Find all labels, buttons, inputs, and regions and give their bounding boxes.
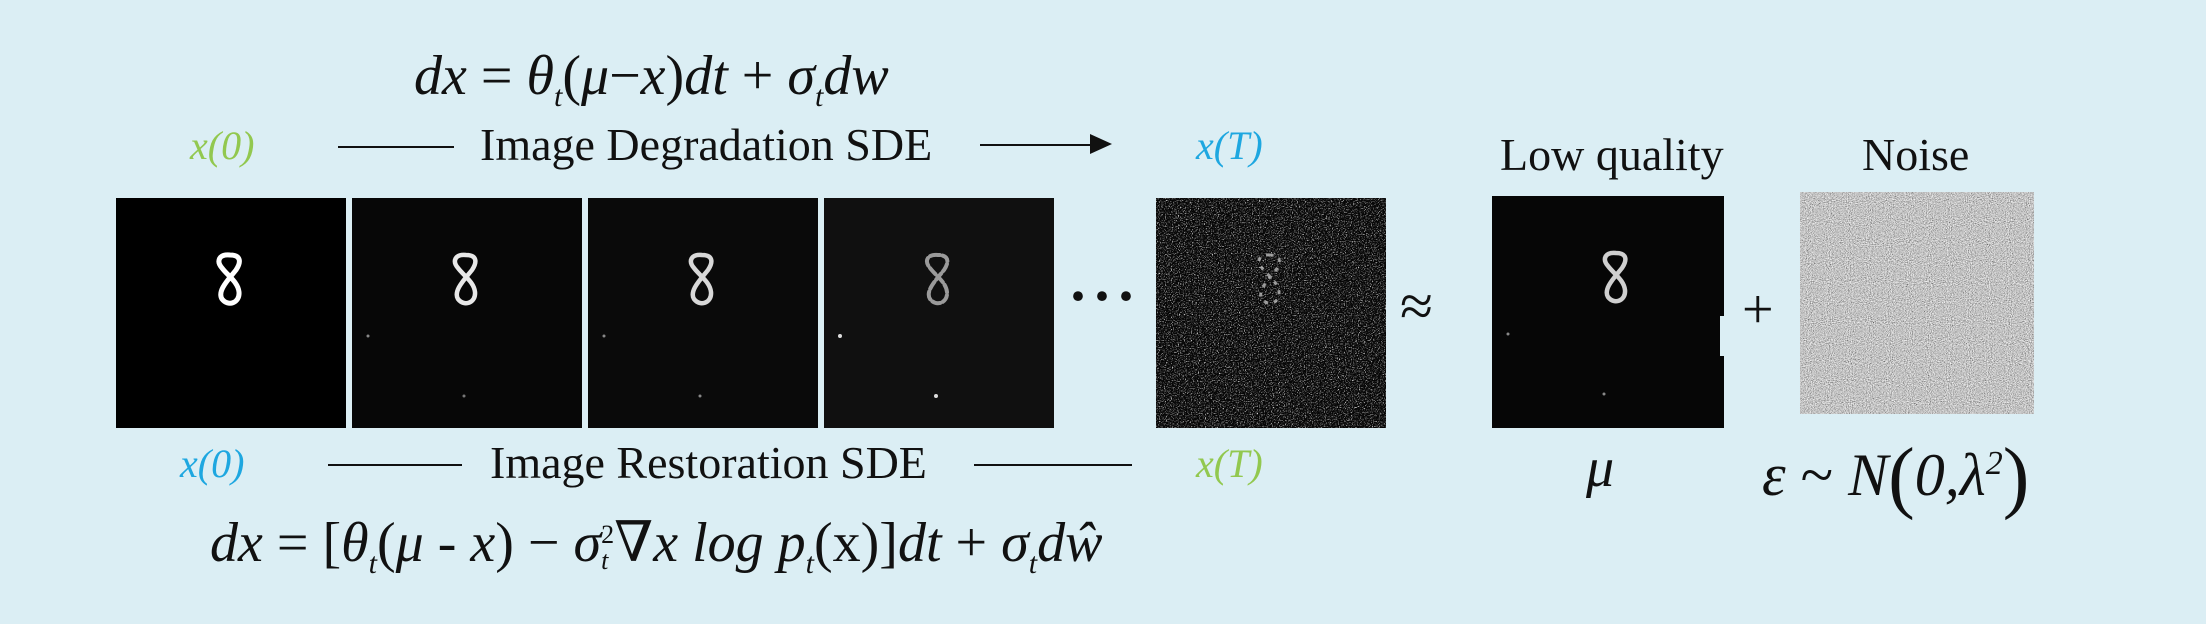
approx-symbol: ≈: [1400, 273, 1433, 339]
eq-term: dt: [897, 512, 942, 574]
eq-operator: ~: [1800, 442, 1834, 508]
eq-operator: +: [955, 512, 988, 574]
eq-term: N: [1848, 442, 1889, 508]
plus-symbol: +: [1742, 279, 1774, 341]
eq-sign: =: [480, 45, 513, 107]
eq-term: μ: [580, 45, 610, 107]
eq-term: λ: [1959, 442, 1986, 508]
image-panel-step-1: [352, 198, 582, 428]
degradation-sde-equation: dx = θt(μ−x)dt + σtdw: [414, 44, 889, 114]
noise-title: Noise: [1862, 129, 1970, 180]
restoration-start-label: x(0): [180, 441, 245, 486]
noise-panel: [1800, 192, 2034, 414]
eq-function: log: [692, 512, 764, 574]
restoration-end-label: x(T): [1196, 441, 1263, 486]
noise-distribution-formula: ε ~ N(0,λ2): [1762, 432, 2029, 523]
degradation-line-left: [338, 146, 454, 148]
eq-operator: −: [609, 45, 641, 107]
eq-operator: −: [527, 512, 560, 574]
eq-subscript: t: [1028, 547, 1038, 581]
eq-bracket: ]: [879, 512, 898, 574]
degradation-arrow-head: [1090, 134, 1112, 154]
eq-term: dx: [414, 45, 467, 107]
eq-paren: (: [376, 512, 396, 574]
image-panel-x0: [116, 198, 346, 428]
eq-term: σ: [1001, 512, 1029, 574]
eq-paren: (: [562, 45, 581, 107]
low-quality-panel: [1492, 196, 1724, 428]
eq-term: x: [653, 512, 679, 574]
degradation-end-label: x(T): [1196, 123, 1263, 168]
eq-term: θ: [341, 512, 369, 574]
eq-operator: +: [741, 45, 774, 107]
eq-sign: =: [276, 512, 309, 574]
eq-term: x: [470, 512, 496, 574]
eq-operator: -: [423, 512, 471, 574]
low-quality-symbol: μ: [1586, 437, 1615, 499]
degradation-caption: Image Degradation SDE: [480, 119, 933, 170]
eq-subscript: t: [553, 80, 563, 114]
eq-superscript: 2: [601, 520, 615, 550]
low-quality-title: Low quality: [1500, 129, 1724, 180]
eq-term: dw: [823, 45, 889, 107]
image-panel-step-2: [588, 198, 818, 428]
image-panel-xT: [1156, 198, 1386, 428]
eq-subscript: t: [805, 547, 814, 581]
eq-term: p: [777, 512, 806, 574]
eq-term: σ: [787, 45, 815, 107]
eq-term: μ: [395, 512, 424, 574]
restoration-line-left: [328, 464, 462, 466]
eq-term: σ: [573, 512, 602, 574]
eq-paren: ): [495, 512, 514, 574]
eq-operator: ∇: [614, 512, 654, 574]
eq-paren: (: [1888, 433, 1915, 521]
eq-subscript: t: [814, 80, 824, 114]
eq-term: dŵ: [1037, 512, 1103, 574]
eq-bracket: [: [322, 512, 342, 574]
eq-term: 0,: [1914, 442, 1960, 508]
ellipsis: ···: [1068, 263, 1141, 329]
degradation-start-label: x(0): [190, 123, 255, 168]
eq-subscript: t: [368, 547, 377, 581]
restoration-caption: Image Restoration SDE: [490, 437, 927, 488]
eq-term: x: [640, 45, 666, 107]
eq-paren: ): [665, 45, 685, 107]
eq-term: θ: [526, 45, 554, 107]
eq-paren: ): [2002, 433, 2030, 521]
eq-term: ε: [1762, 442, 1786, 508]
eq-term: dx: [210, 512, 263, 574]
eq-term: dt: [684, 45, 728, 107]
degradation-arrow-line: [980, 144, 1092, 146]
eq-term: (x): [814, 512, 880, 574]
restoration-line-right: [974, 464, 1132, 466]
image-panel-step-3: [824, 198, 1054, 428]
eq-subscript: t: [601, 546, 609, 576]
eq-superscript: 2: [1985, 445, 2003, 482]
